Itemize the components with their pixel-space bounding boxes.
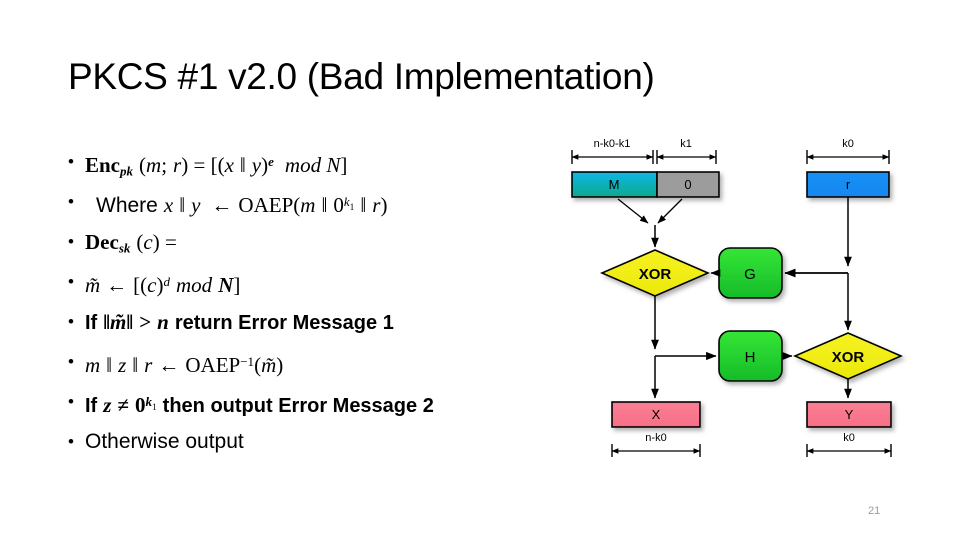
x-output-label: X <box>652 407 661 422</box>
label-k0-bottom: k0 <box>843 432 855 444</box>
dimension-line-random <box>806 150 890 164</box>
y-output-label: Y <box>845 407 854 422</box>
page-title: PKCS #1 v2.0 (Bad Implementation) <box>68 56 655 97</box>
bullet-marker: • <box>68 312 74 331</box>
dimension-line-y <box>806 444 892 457</box>
xor-right-label: XOR <box>832 349 865 366</box>
message-box <box>571 171 658 198</box>
label-k0-top: k0 <box>842 138 854 150</box>
xor-left-label: XOR <box>639 266 672 283</box>
arrow-m-to-xor <box>617 198 649 224</box>
bullet-marker: • <box>68 152 74 171</box>
message-box-label: M <box>609 177 620 192</box>
oaep-diagram: n-k0-k1 k1 k0 M 0 r XOR G <box>556 134 952 460</box>
page-number: 21 <box>868 505 881 517</box>
list-item: • Decsk(c) = <box>68 222 538 262</box>
hash-h-box <box>718 330 783 382</box>
bullet-marker: • <box>68 232 74 251</box>
bullet-marker: • <box>68 432 74 451</box>
bullet-dec-definition: Decsk(c) = <box>85 230 177 256</box>
dimension-line-x <box>611 444 701 457</box>
label-n-k0-k1: n-k0-k1 <box>594 138 631 150</box>
list-item: • Otherwise output <box>68 422 538 462</box>
arrow-zero-to-xor <box>657 198 683 224</box>
zero-box-label: 0 <box>684 177 691 192</box>
dimension-line-message <box>571 150 654 164</box>
zero-box <box>656 171 720 198</box>
label-n-k0: n-k0 <box>645 432 666 444</box>
bullet-oaep-inverse: m‖z‖r←OAEP−1(m̃) <box>85 352 284 377</box>
hash-g-label: G <box>744 266 756 283</box>
bullet-marker: • <box>68 192 74 211</box>
list-item: • m‖z‖r←OAEP−1(m̃) <box>68 342 538 382</box>
bullet-marker: • <box>68 352 74 371</box>
bullet-marker: • <box>68 272 74 291</box>
random-box <box>806 171 890 198</box>
bullet-marker: • <box>68 392 74 411</box>
dimension-line-zeros <box>656 150 717 164</box>
x-output-box <box>611 401 701 428</box>
y-output-box <box>806 401 892 428</box>
label-k1: k1 <box>680 138 692 150</box>
bullet-otherwise-output: Otherwise output <box>85 430 244 453</box>
random-box-label: r <box>846 177 851 192</box>
hash-h-label: H <box>745 349 756 366</box>
